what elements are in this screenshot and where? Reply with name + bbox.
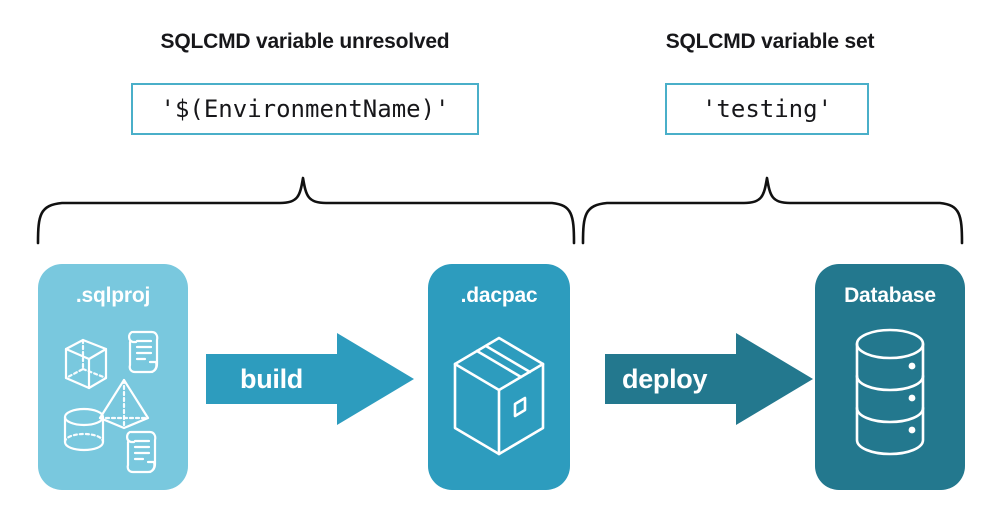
code-box-testing: 'testing' (665, 83, 869, 135)
brace-left (36, 176, 576, 245)
wireframe-objects-icon (38, 316, 188, 480)
stage-dacpac-label: .dacpac (460, 284, 538, 307)
arrow-deploy-shape (605, 333, 813, 425)
section-heading-set: SQLCMD variable set (665, 30, 875, 53)
database-cylinder-icon (815, 316, 965, 480)
arrow-build-shape (206, 333, 414, 425)
stage-sqlproj-label: .sqlproj (75, 284, 151, 307)
arrow-build-label: build (240, 364, 303, 394)
brace-right (581, 176, 964, 245)
arrow-deploy (605, 333, 813, 425)
package-box-icon (428, 316, 570, 480)
arrow-build (206, 333, 414, 425)
section-heading-unresolved: SQLCMD variable unresolved (160, 30, 450, 53)
stage-database-label: Database (844, 284, 936, 307)
arrow-deploy-label: deploy (622, 364, 708, 394)
stage-dacpac[interactable]: .dacpac (428, 264, 570, 490)
stage-sqlproj[interactable]: .sqlproj (38, 264, 188, 490)
code-value-unresolved: '$(EnvironmentName)' (160, 95, 450, 123)
code-value-set: 'testing' (701, 95, 833, 123)
code-box-environment-name: '$(EnvironmentName)' (131, 83, 479, 135)
stage-database[interactable]: Database (815, 264, 965, 490)
